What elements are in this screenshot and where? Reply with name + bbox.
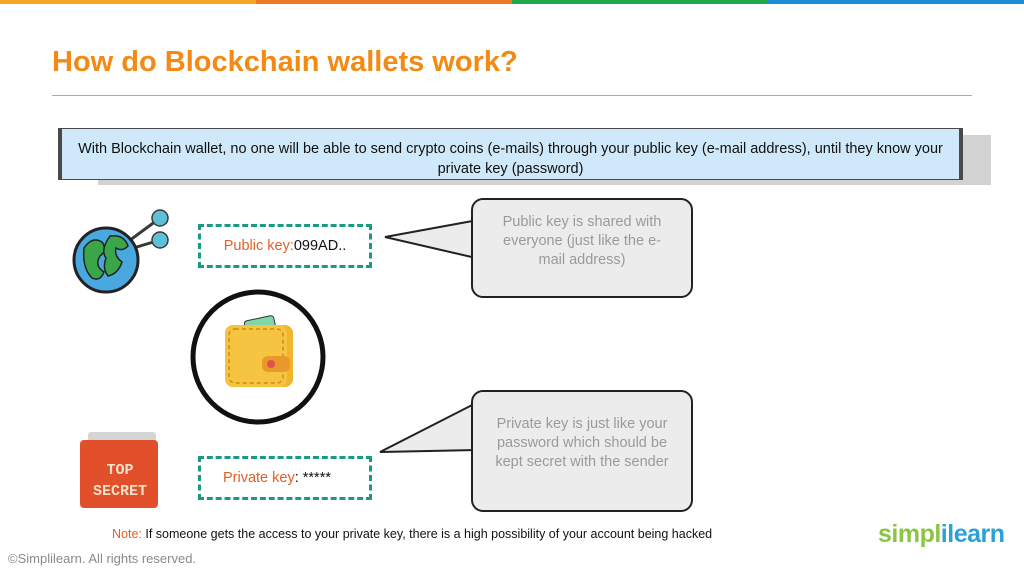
public-key-bubble-text: Public key is shared with everyone (just… bbox=[502, 214, 662, 268]
private-key-bubble: Private key is just like your password w… bbox=[471, 390, 693, 512]
slide-title: How do Blockchain wallets work? bbox=[52, 46, 518, 78]
private-bubble-tail bbox=[379, 400, 480, 453]
logo-part-learn: learn bbox=[947, 520, 1005, 548]
info-banner: With Blockchain wallet, no one will be a… bbox=[58, 128, 963, 180]
copyright: ©Simplilearn. All rights reserved. bbox=[8, 551, 197, 566]
private-key-bubble-text: Private key is just like your password w… bbox=[495, 416, 669, 470]
title-divider bbox=[52, 95, 972, 96]
logo-part-simpl: simpl bbox=[878, 520, 941, 548]
public-bubble-tail bbox=[384, 218, 480, 260]
public-key-value: 099AD.. bbox=[293, 238, 347, 254]
top-secret-folder-icon: TOP SECRET bbox=[80, 432, 158, 508]
folder-text-top: TOP bbox=[106, 462, 133, 479]
globe-share-icon bbox=[72, 209, 169, 294]
logo-part-i: i bbox=[940, 520, 948, 548]
note-body: If someone gets the access to your priva… bbox=[141, 527, 713, 541]
private-key-label: Private key bbox=[222, 470, 295, 486]
public-key-box: Public key: 099AD.. bbox=[198, 224, 372, 268]
private-key-box: Private key: ***** bbox=[198, 456, 372, 500]
wallet-icon bbox=[190, 289, 326, 425]
public-key-bubble: Public key is shared with everyone (just… bbox=[471, 198, 693, 298]
public-key-label: Public key: bbox=[223, 238, 294, 254]
private-key-value: : ***** bbox=[294, 470, 331, 486]
top-color-bar bbox=[0, 0, 1024, 4]
note-text: Note: If someone gets the access to your… bbox=[112, 527, 712, 541]
folder-text-secret: SECRET bbox=[93, 483, 147, 500]
note-label: Note: bbox=[112, 527, 142, 541]
simplilearn-logo: simplilearn bbox=[878, 520, 1005, 549]
